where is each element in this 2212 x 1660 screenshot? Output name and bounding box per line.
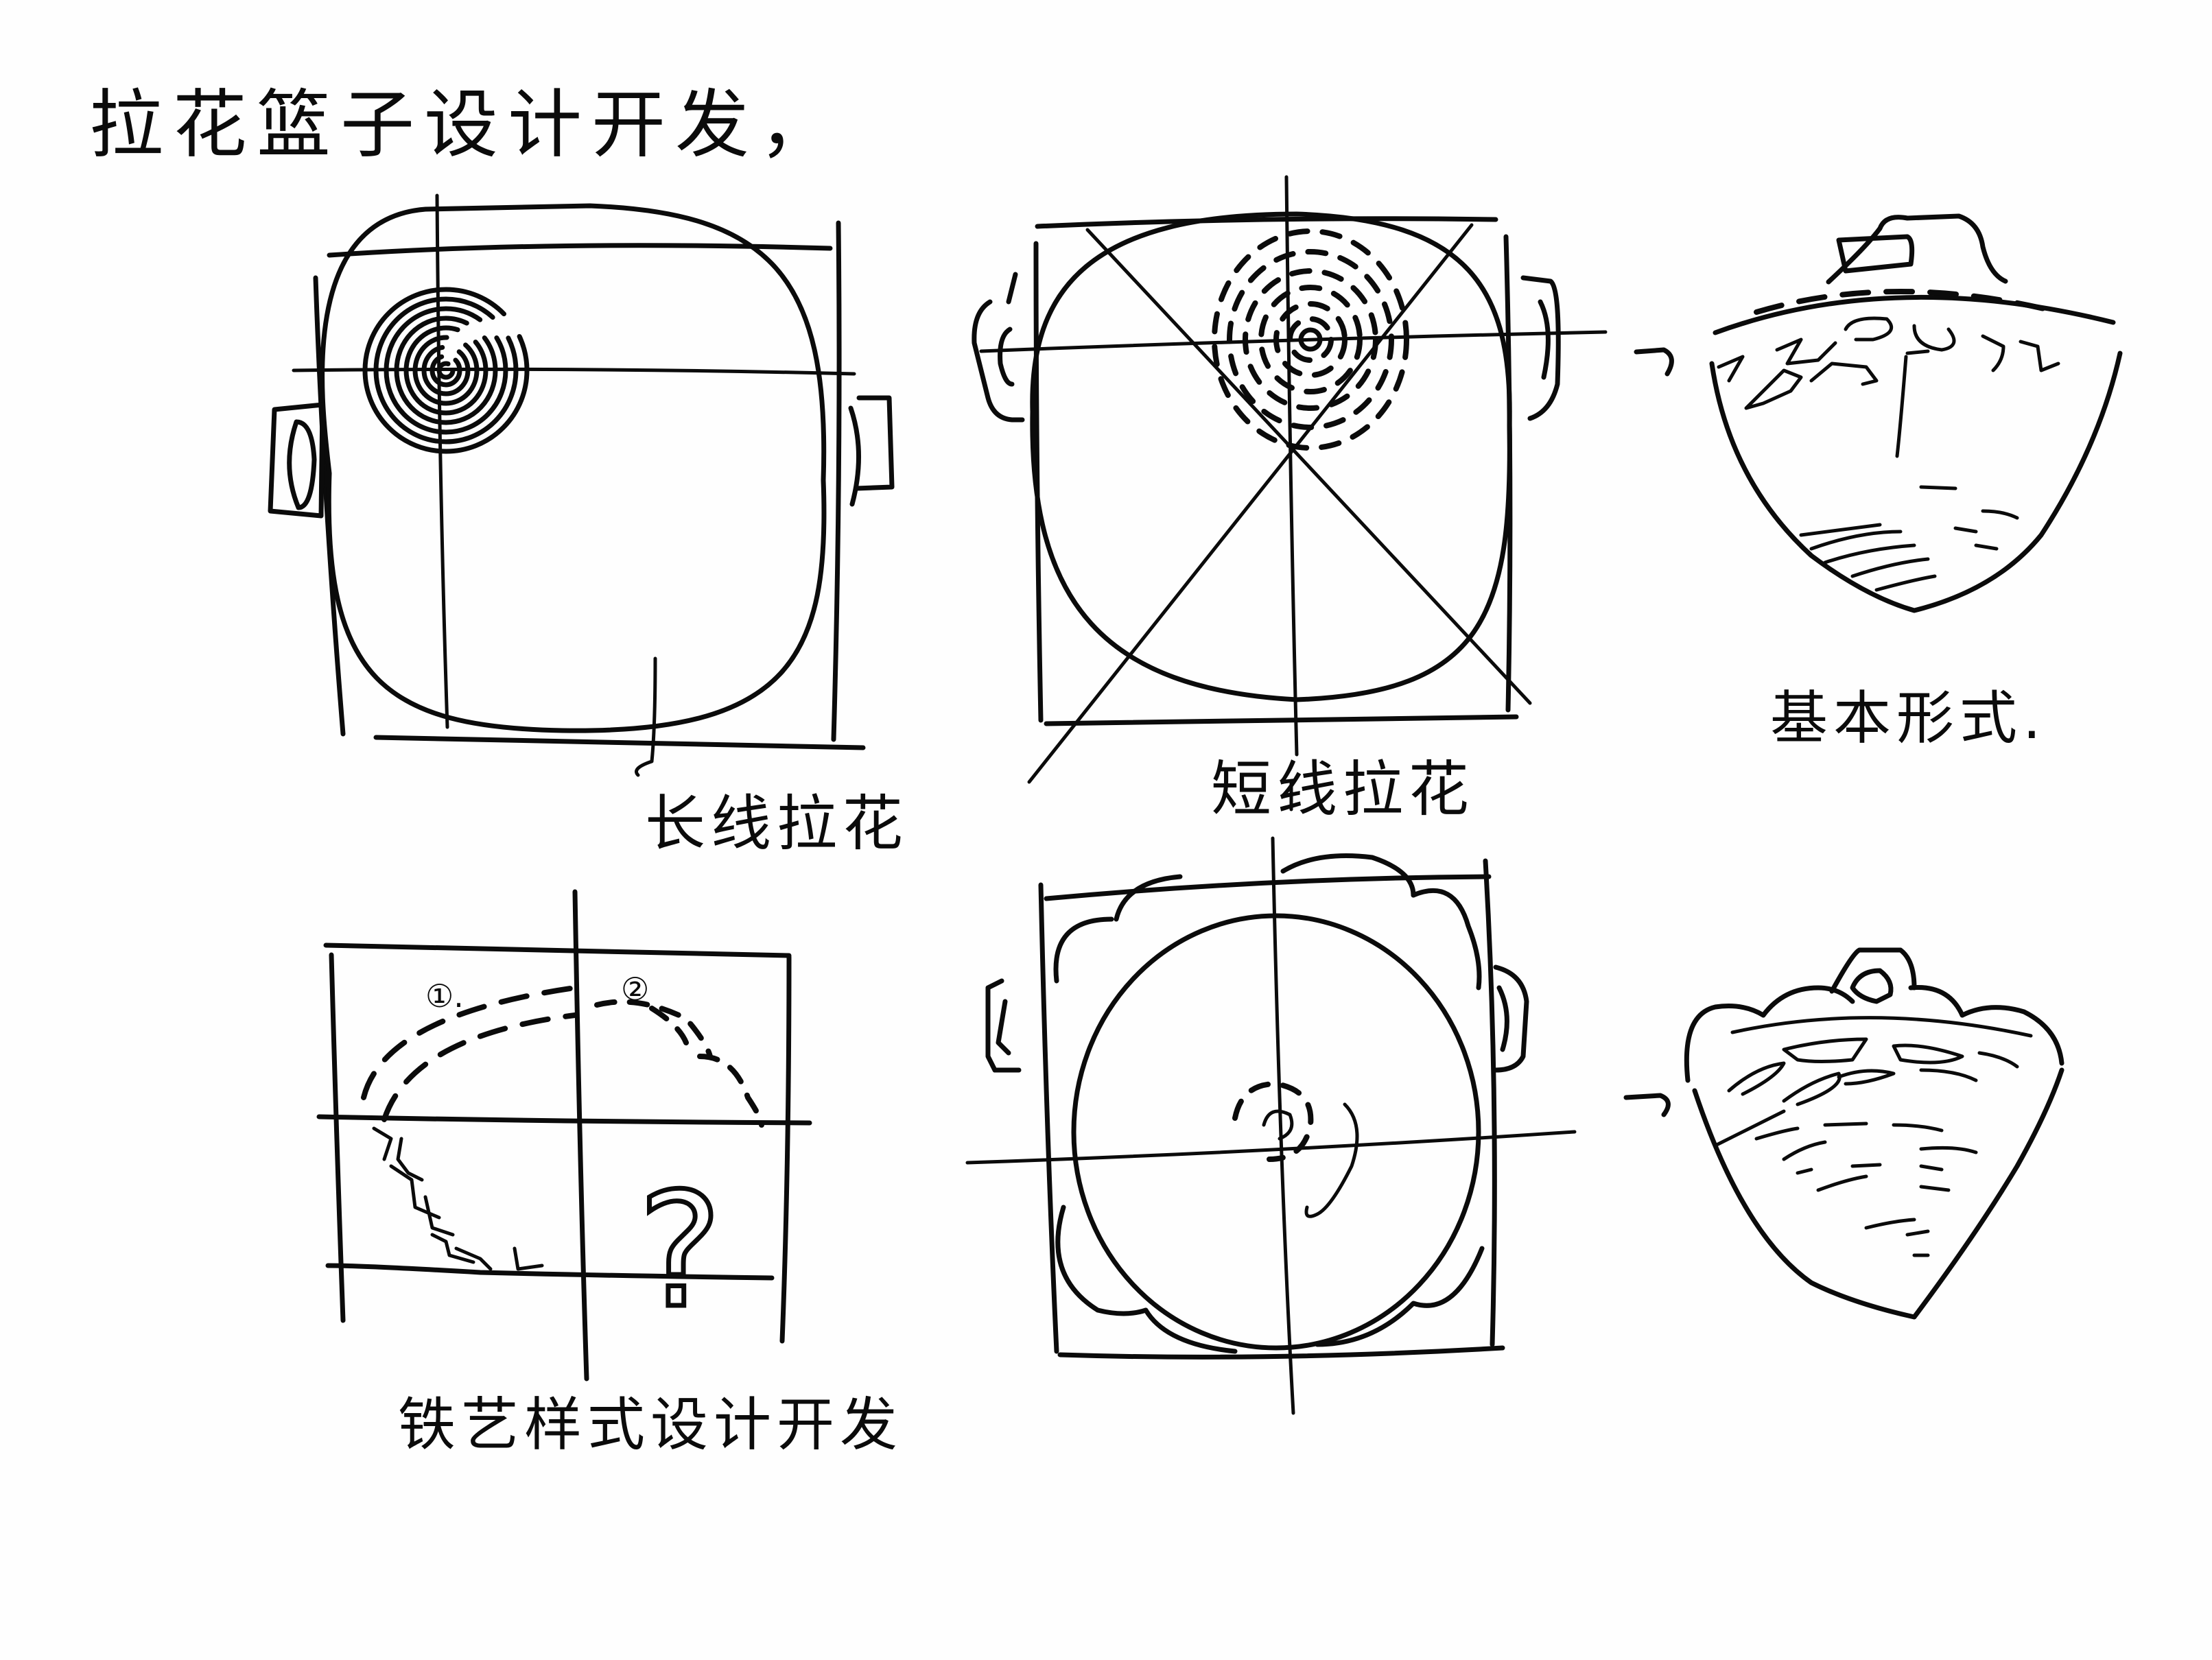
arrow-right-icon bbox=[1623, 1093, 1671, 1117]
ironwork-sketch bbox=[316, 889, 812, 1382]
question-mark-icon: ? bbox=[635, 1160, 724, 1343]
dashed-rings bbox=[1212, 228, 1409, 451]
concentric-rings bbox=[362, 287, 530, 454]
label-short-line-pattern: 短线拉花 bbox=[1211, 754, 1475, 825]
quadrant-marker-2: ② bbox=[621, 971, 650, 1008]
scalloped-side-sketch bbox=[1684, 947, 2064, 1320]
arrow-right-icon bbox=[1634, 347, 1674, 377]
label-basic-form: 基本形式. bbox=[1770, 685, 2047, 752]
short-line-sketch bbox=[972, 175, 1674, 811]
quadrant-marker-1: ①. bbox=[425, 977, 464, 1015]
long-line-sketch bbox=[268, 193, 895, 777]
label-ironwork-style: 铁艺样式设计开发 bbox=[398, 1391, 904, 1458]
scalloped-rim-sketch bbox=[965, 836, 1671, 1415]
sheet-title: 拉花篮子设计开发， bbox=[89, 82, 843, 168]
label-long-line-pattern: 长线拉花 bbox=[645, 788, 909, 859]
basic-form-sketch bbox=[1709, 213, 2123, 613]
